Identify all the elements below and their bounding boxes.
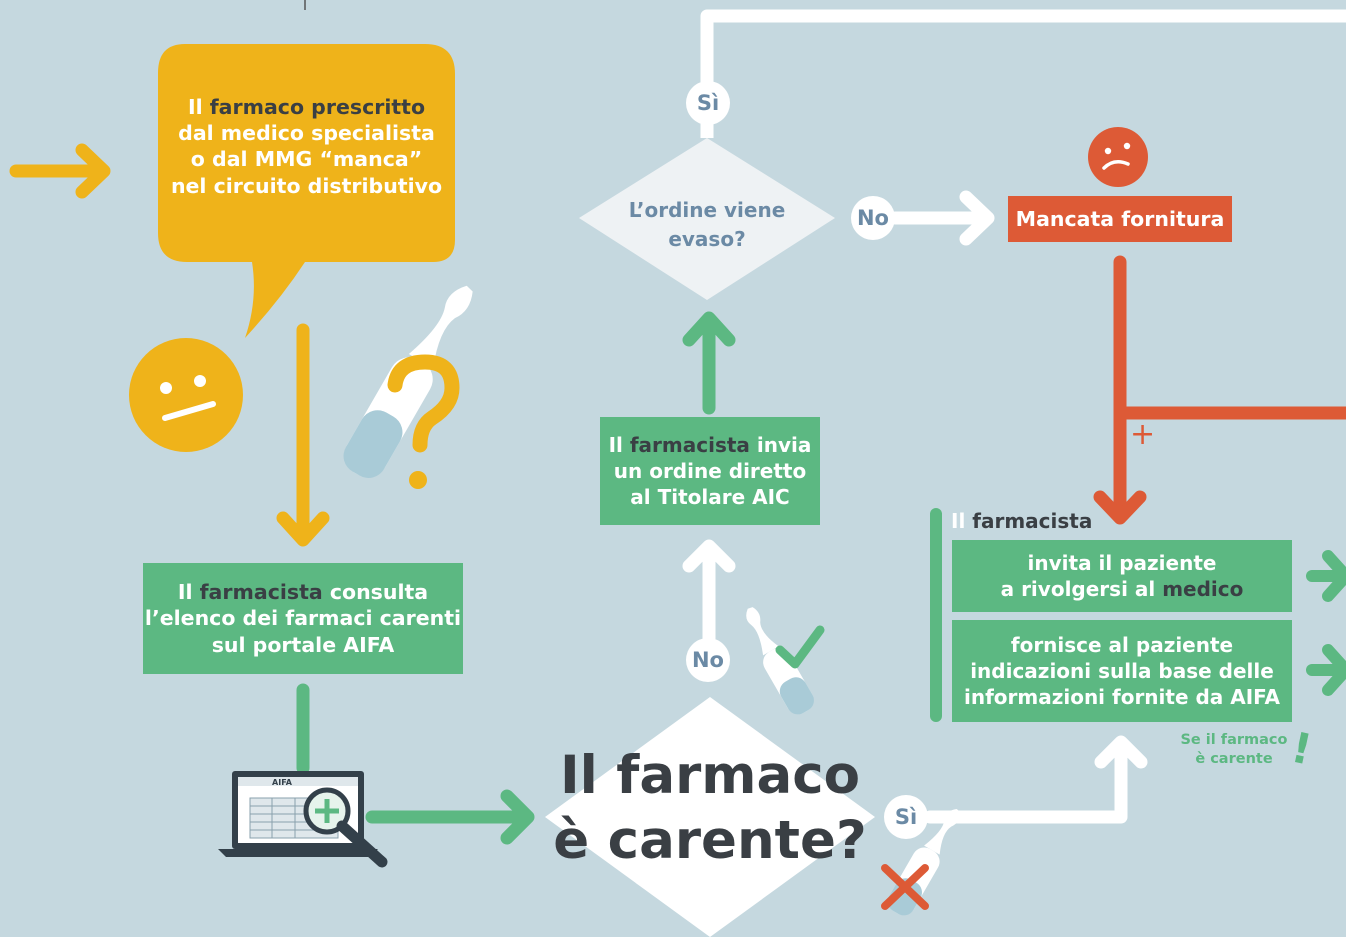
ampoule-question-icon [343,285,473,489]
order-line-1: Il farmacista invia [609,432,812,458]
note-line-1: Se il farmaco [1180,732,1288,748]
ampoule-cross-icon [881,809,961,916]
portal-to-question-arrow [365,789,535,845]
missing-supply-arrow [1093,255,1147,525]
order-box: Il farmacista invia un ordine diretto al… [600,417,820,525]
consult-line-3: sul portale AIFA [211,632,395,657]
no-branch-arrow [682,539,736,647]
bubble-line-3: o dal MMG “manca” [190,147,423,172]
consult-line-2: l’elenco dei farmaci carenti [144,606,462,631]
order-yes-label: Sì [686,81,730,125]
plus-mark: + [1130,417,1156,452]
entry-arrow [9,143,111,199]
action2-line-2: indicazioni sulla base delle [970,659,1274,683]
action1-keyword: medico [1162,577,1244,601]
order-prefix: Il [608,433,630,457]
action1-line-2: a rivolgersi al medico [1001,576,1244,602]
consult-prefix: Il [177,579,200,604]
order-line-3: al Titolare AIC [630,485,790,509]
portal-logo: AIFA [272,778,292,787]
yes-branch-arrow [923,735,1148,824]
order-question: L’ordine viene evaso? [600,196,814,254]
missing-supply-box: Mancata fornitura [1008,196,1232,242]
action1-line-1: invita il paziente [1027,551,1217,575]
bubble-to-consult-arrow [276,323,330,547]
action2-line-3: informazioni fornite da AIFA [963,685,1281,709]
order-to-question-arrow [682,311,736,415]
order-no-label: No [851,196,895,240]
action2-line-1: fornisce al paziente [1010,633,1234,657]
pharmacist-keyword: farmacista [972,509,1093,533]
consult-line-1: Il farmacista consulta [178,579,428,606]
bubble-line-1: Il farmaco prescritto [160,94,453,120]
neutral-face-icon [129,338,243,452]
order-suffix: invia [749,433,812,457]
main-no-label: No [686,638,730,682]
order-line-2: un ordine diretto [613,459,807,483]
order-question-line-1: L’ordine viene [628,198,786,222]
order-no-arrow [888,190,995,246]
action-box-1: invita il paziente a rivolgersi al medic… [952,540,1292,612]
ampoule-check-icon [746,607,825,715]
consult-keyword: farmacista [199,579,323,604]
pharmacist-prefix: Il [951,509,973,533]
main-question-line-1: Il farmaco [559,745,861,806]
consult-box: Il farmacista consulta l’elenco dei farm… [143,563,463,674]
note-line-2: è carente [1195,750,1273,767]
main-question-line-2: è carente? [553,809,867,871]
order-question-line-2: evaso? [668,227,746,251]
action2-arrow [1306,644,1346,696]
bubble-text: Il farmaco prescritto dal medico special… [160,94,453,199]
pharmacist-title: Il farmacista [951,509,1092,533]
order-decision-diamond [579,138,835,300]
order-keyword: farmacista [629,433,750,457]
bubble-keyword: farmaco prescritto [209,95,426,119]
consult-suffix: consulta [322,579,429,604]
sad-face-icon [1088,127,1148,187]
bubble-line-2: dal medico specialista [178,121,435,146]
bubble-line-4: nel circuito distributivo [170,173,443,198]
action1-prefix: a rivolgersi al [1000,577,1163,601]
action1-arrow [1306,550,1346,602]
main-question: Il farmaco è carente? [545,744,875,873]
shortage-note: Se il farmaco è carente [1168,731,1300,769]
laptop-magnifier-icon [218,771,388,868]
order-yes-line [700,9,1346,138]
main-yes-label: Sì [884,795,928,839]
speech-bubble [158,44,455,338]
bubble-line-1-prefix: Il [187,95,210,119]
main-decision-diamond [545,697,875,937]
action-box-2: fornisce al paziente indicazioni sulla b… [952,620,1292,722]
